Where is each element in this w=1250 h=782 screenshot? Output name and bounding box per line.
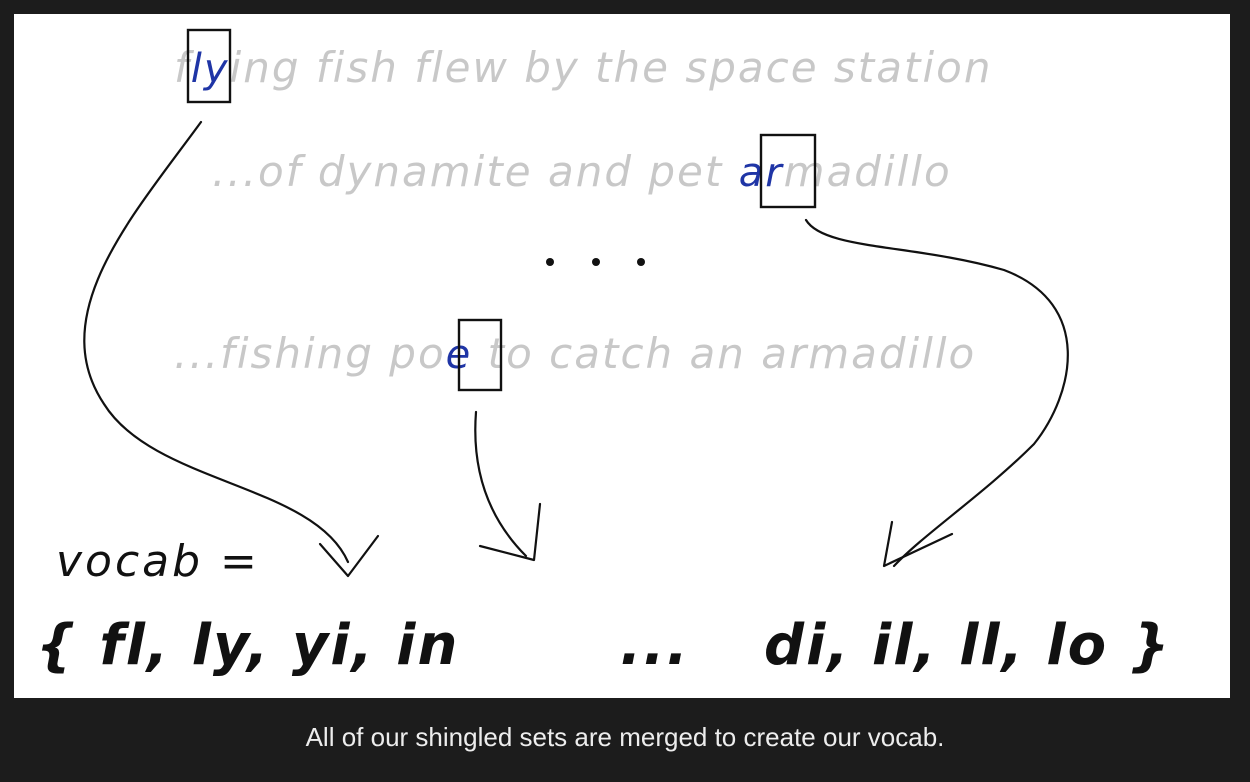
highlight-box-1 — [186, 28, 232, 104]
sentence-2-suffix: madillo — [784, 147, 952, 196]
sentence-1-suffix: ing fish flew by the space station — [230, 43, 993, 92]
figure-caption: All of our shingled sets are merged to c… — [305, 722, 945, 752]
highlight-box-3 — [457, 318, 503, 392]
arrow-ar-to-vocab — [804, 218, 1069, 568]
highlight-box-2 — [759, 133, 817, 209]
vocab-set-left: { fl, ly, yi, in — [36, 613, 459, 678]
ellipsis — [546, 258, 645, 266]
sentence-1-highlight: ly — [191, 46, 230, 92]
sentence-2: ...of dynamite and pet armadillo — [212, 147, 952, 196]
vocab-set-right: di, il, ll, lo } — [764, 613, 1171, 678]
sentence-1: flying fish flew by the space station — [174, 43, 992, 92]
sentence-2-prefix: ...of dynamite and pet — [212, 147, 739, 196]
sentence-3-prefix: ...fishing po — [174, 329, 446, 378]
ellipsis-dot — [592, 258, 600, 266]
arrow-ly-to-vocab — [83, 120, 380, 578]
arrow-e-to-vocab — [474, 410, 542, 562]
ellipsis-dot — [546, 258, 554, 266]
vocab-label: vocab = — [56, 536, 260, 587]
shingling-diagram: flying fish flew by the space station ..… — [36, 28, 1171, 678]
sentence-3-suffix: to catch an armadillo — [472, 329, 976, 378]
figure-panel: flying fish flew by the space station ..… — [14, 14, 1230, 698]
ellipsis-dot — [637, 258, 645, 266]
sentence-3: ...fishing poe to catch an armadillo — [174, 329, 976, 378]
vocab-set-middle: ... — [620, 613, 690, 678]
